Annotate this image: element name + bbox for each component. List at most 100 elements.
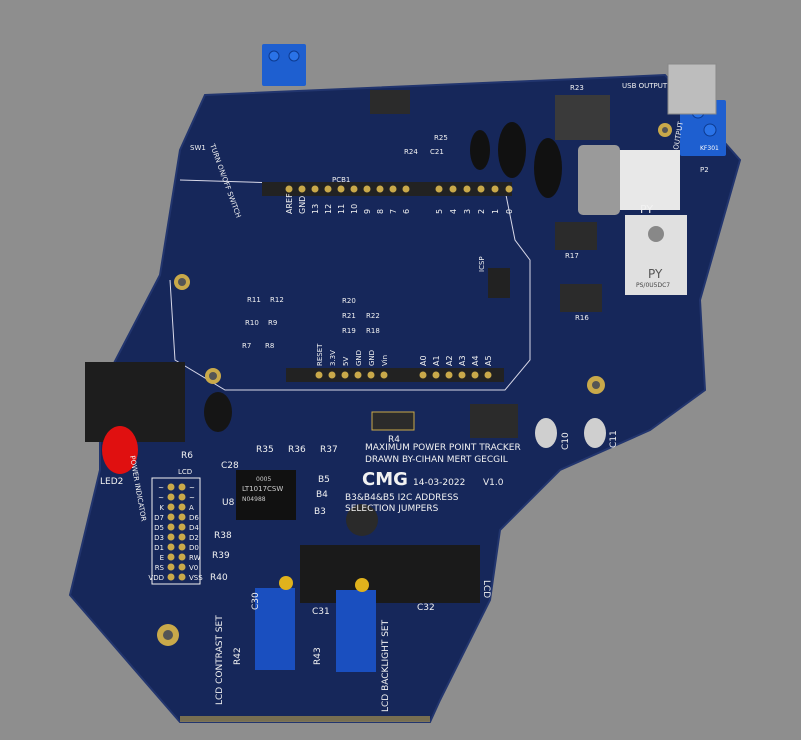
lcd-pin-label: D2 (189, 534, 199, 542)
backlight-trimmer[interactable] (336, 590, 376, 672)
r42-label: R42 (233, 647, 243, 665)
transistor (346, 504, 378, 536)
header-pin (167, 563, 175, 571)
trimmer-screw[interactable] (355, 578, 369, 592)
capacitor (498, 122, 526, 178)
lcd-pin-label: D3 (154, 534, 164, 542)
usb-connector (667, 63, 717, 115)
r35-label: R35 (256, 445, 274, 455)
lcd-pin-label: A (189, 504, 194, 512)
analog-power-header (286, 368, 504, 382)
led2 (102, 426, 138, 474)
digital-header (262, 182, 512, 196)
header-pin (350, 185, 358, 193)
version: V1.0 (483, 478, 504, 488)
arduino-outline (169, 179, 531, 391)
header-pin (367, 371, 375, 379)
p2-label: P2 (700, 166, 709, 174)
shunt-r4 (371, 411, 415, 431)
lcd-pin-label: VSS (189, 574, 203, 582)
header-pin (419, 371, 427, 379)
pcb1-label: PCB1 (332, 176, 350, 184)
c11-label: C11 (609, 430, 619, 448)
board-edge (180, 716, 430, 722)
pin-label-A2: A2 (445, 355, 454, 366)
pin-label-1: 1 (491, 209, 500, 214)
lcd-pin-label: RS (155, 564, 165, 572)
header-pin (178, 503, 186, 511)
r38-label: R38 (214, 531, 232, 541)
pin-label-6: 6 (402, 209, 411, 214)
terminal-block-input (262, 44, 306, 86)
lcd-connector (300, 545, 480, 603)
jumper-note-2: SELECTION JUMPERS (345, 504, 439, 514)
capacitor (204, 392, 232, 432)
lcd-pin-label: ~ (189, 484, 195, 492)
date: 14-03-2022 (413, 478, 465, 488)
trimmer-screw[interactable] (279, 576, 293, 590)
r17-label: R17 (565, 252, 579, 260)
py-code: PS/0U5DC7 (636, 282, 670, 289)
header-pin (167, 483, 175, 491)
pin-label-A5: A5 (484, 355, 493, 366)
r10-label: R10 (245, 319, 259, 327)
header-pin (178, 493, 186, 501)
header-pin (285, 185, 293, 193)
regulator-1 (620, 150, 680, 210)
dc-jack (85, 362, 185, 442)
header-pin (491, 185, 499, 193)
pin-label-13: 13 (311, 204, 320, 214)
jumper-note-1: B3&B4&B5 I2C ADDRESS (345, 493, 459, 503)
r40-label: R40 (210, 573, 228, 583)
contrast-trimmer[interactable] (255, 588, 295, 670)
kf301-label: KF301 (700, 145, 719, 152)
lcd-pin-label: D7 (154, 514, 164, 522)
r8-label: R8 (265, 342, 274, 350)
logo-cmg: CMG (362, 469, 408, 490)
pin-label-12: 12 (324, 204, 333, 214)
pin-label-10: 10 (350, 204, 359, 214)
pin-label-0: 0 (505, 209, 514, 214)
header-pin (435, 185, 443, 193)
pin-label-GND: GND (298, 196, 307, 214)
r16-label: R16 (575, 314, 589, 322)
lcd-label: LCD (178, 468, 192, 476)
r39-label: R39 (212, 551, 230, 561)
c10-label: C10 (561, 432, 571, 450)
pin-label-AREF: AREF (285, 193, 294, 214)
lcd-pin-label: ~ (158, 494, 164, 502)
r19-label: R19 (342, 327, 356, 335)
backlight-label: LCD BACKLIGHT SET (381, 619, 391, 712)
pin-label-Vin: Vin (381, 355, 389, 366)
icsp-label: ICSP (478, 256, 486, 272)
header-pin (324, 185, 332, 193)
header-pin (311, 185, 319, 193)
capacitor-c11 (584, 418, 606, 448)
u8-code: N04988 (242, 496, 266, 503)
pin-label-GND: GND (368, 350, 376, 366)
header-pin (178, 553, 186, 561)
u8-label: U8 (222, 498, 235, 508)
b4-label: B4 (316, 490, 328, 500)
pin-label-2: 2 (477, 209, 486, 214)
lcd-pin-label: D0 (189, 544, 199, 552)
r12-label: R12 (270, 296, 284, 304)
pin-label-5V: 5V (342, 357, 350, 366)
u8-part: LT1017CSW (242, 485, 283, 493)
header-pin (167, 533, 175, 541)
c32-label: C32 (417, 603, 435, 613)
title-line-2: DRAWN BY-CIHAN MERT GECGIL (365, 455, 508, 465)
header-pin (178, 523, 186, 531)
r9-label: R9 (268, 319, 277, 327)
r24-label: R24 (404, 148, 418, 156)
header-pin (315, 371, 323, 379)
py1-label: PY (640, 203, 653, 216)
header-pin (389, 185, 397, 193)
lcd-pin-label: D5 (154, 524, 164, 532)
r4-label: R4 (388, 435, 400, 445)
header-pin (337, 185, 345, 193)
mounting-holes (157, 123, 672, 646)
